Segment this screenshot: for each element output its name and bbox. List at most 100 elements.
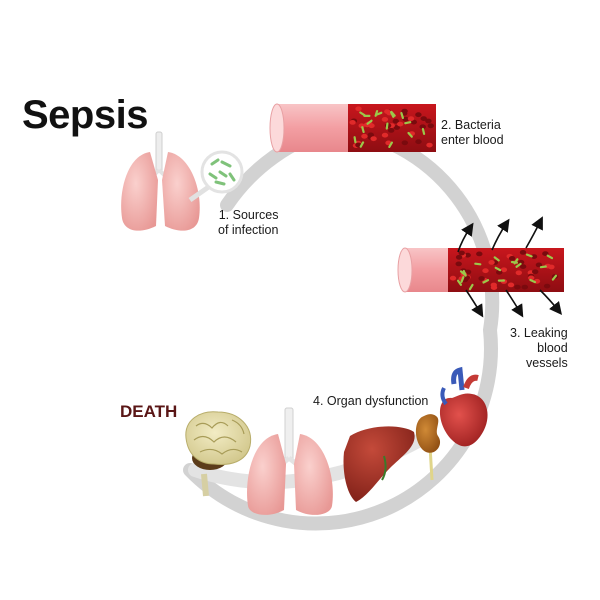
- blood-cell: [427, 123, 434, 129]
- bacteria-magnifier-icon: [188, 150, 244, 203]
- blood-cell: [530, 254, 538, 259]
- bacterium: [551, 274, 558, 281]
- brain-icon: [185, 411, 252, 497]
- blood-cell: [548, 264, 555, 270]
- blood-cell: [426, 142, 433, 148]
- blood-cell: [449, 275, 457, 281]
- step-1-label: 1. Sources of infection: [218, 208, 278, 238]
- blood-cell: [415, 139, 422, 145]
- blood-cell: [425, 118, 432, 124]
- bacterium: [510, 260, 519, 264]
- blood-cell: [542, 251, 549, 256]
- step-2-text-line2: enter blood: [441, 133, 504, 147]
- blood-cell: [535, 262, 543, 268]
- blood-cell: [361, 133, 368, 139]
- blood-cell: [415, 112, 422, 118]
- step-3-text-line1: Leaking: [523, 326, 568, 340]
- blood-cell: [482, 268, 489, 274]
- step-2-text-line1: Bacteria: [454, 118, 501, 132]
- lungs-icon: [247, 407, 333, 515]
- bacterium: [404, 121, 412, 125]
- blood-cell: [528, 275, 535, 281]
- blood-cell: [478, 276, 485, 281]
- bacterium: [375, 111, 383, 116]
- bacterium: [421, 127, 426, 135]
- step-3-text-line3: vessels: [526, 356, 568, 370]
- step-1-text-line2: of infection: [218, 223, 279, 237]
- blood-cell: [532, 269, 539, 275]
- bacterium: [361, 126, 365, 134]
- bacterium: [359, 141, 365, 148]
- step-1-number: 1.: [218, 208, 230, 222]
- blood-cell: [488, 260, 495, 265]
- bacterium: [385, 122, 389, 130]
- blood-cell: [370, 136, 377, 142]
- bacterium: [359, 111, 366, 117]
- bacterium: [482, 279, 490, 284]
- bacterium: [353, 136, 357, 144]
- blood-cell: [519, 250, 527, 255]
- blood-cell: [519, 264, 527, 269]
- blood-cell: [496, 269, 503, 275]
- step-2-label: 2. Bacteria enter blood: [441, 118, 504, 148]
- lungs-icon: [121, 131, 200, 231]
- bacterium: [468, 283, 474, 291]
- bacterium: [529, 278, 537, 284]
- blood-cell: [397, 121, 404, 127]
- blood-cell: [476, 251, 483, 257]
- blood-cell: [420, 116, 427, 121]
- blood-cell: [521, 284, 528, 290]
- heart-icon: [440, 366, 488, 447]
- bacterium: [457, 279, 462, 286]
- bacterium: [474, 262, 482, 266]
- blood-cell: [464, 252, 471, 258]
- step-4-text-line1: Organ dysfunction: [326, 394, 429, 408]
- step-4-number: 4.: [313, 394, 324, 408]
- blood-cell: [455, 254, 463, 260]
- leaking-vessel-icon: [397, 247, 564, 293]
- blood-cell: [508, 256, 516, 261]
- blood-cell: [500, 267, 508, 273]
- bacterium: [374, 109, 379, 117]
- blood-cell: [490, 285, 498, 290]
- bacterium: [494, 266, 502, 272]
- blood-cell: [393, 125, 400, 130]
- step-3-label: 3. Leaking blood vessels: [510, 326, 568, 371]
- bacterium: [388, 141, 393, 148]
- bacterium: [390, 111, 395, 118]
- death-label: DEATH: [120, 402, 178, 421]
- blood-cell: [419, 124, 426, 130]
- step-3-text-line2: blood: [537, 341, 568, 355]
- liver-icon: [343, 426, 415, 502]
- step-2-number: 2.: [441, 118, 452, 132]
- blood-cell: [401, 140, 408, 146]
- bacterium: [546, 254, 554, 260]
- bacterium: [460, 276, 465, 283]
- bacterium: [539, 265, 547, 269]
- bacterium: [407, 131, 413, 138]
- step-1-text-line1: Sources: [232, 208, 279, 222]
- step-3-number: 3.: [510, 326, 521, 340]
- diagram-title: Sepsis: [22, 93, 148, 137]
- bacterium: [493, 256, 500, 262]
- blood-cell: [507, 282, 515, 288]
- arrow-icon: [457, 216, 562, 318]
- bacterium: [525, 253, 533, 258]
- bacterium: [366, 119, 373, 125]
- bacterium: [459, 270, 466, 276]
- blood-cell: [407, 116, 415, 122]
- bacterium: [400, 111, 404, 120]
- blood-cell: [402, 116, 409, 122]
- blood-cell: [388, 127, 395, 133]
- step-4-label: 4. Organ dysfunction: [313, 394, 428, 409]
- blood-cell: [458, 250, 465, 256]
- blood-cell: [381, 117, 389, 122]
- kidney-icon: [415, 414, 441, 481]
- blood-cell: [514, 284, 521, 290]
- blood-cell: [349, 120, 356, 125]
- blood-cell: [543, 283, 551, 289]
- blood-cell: [392, 118, 399, 124]
- blood-cell: [455, 261, 462, 267]
